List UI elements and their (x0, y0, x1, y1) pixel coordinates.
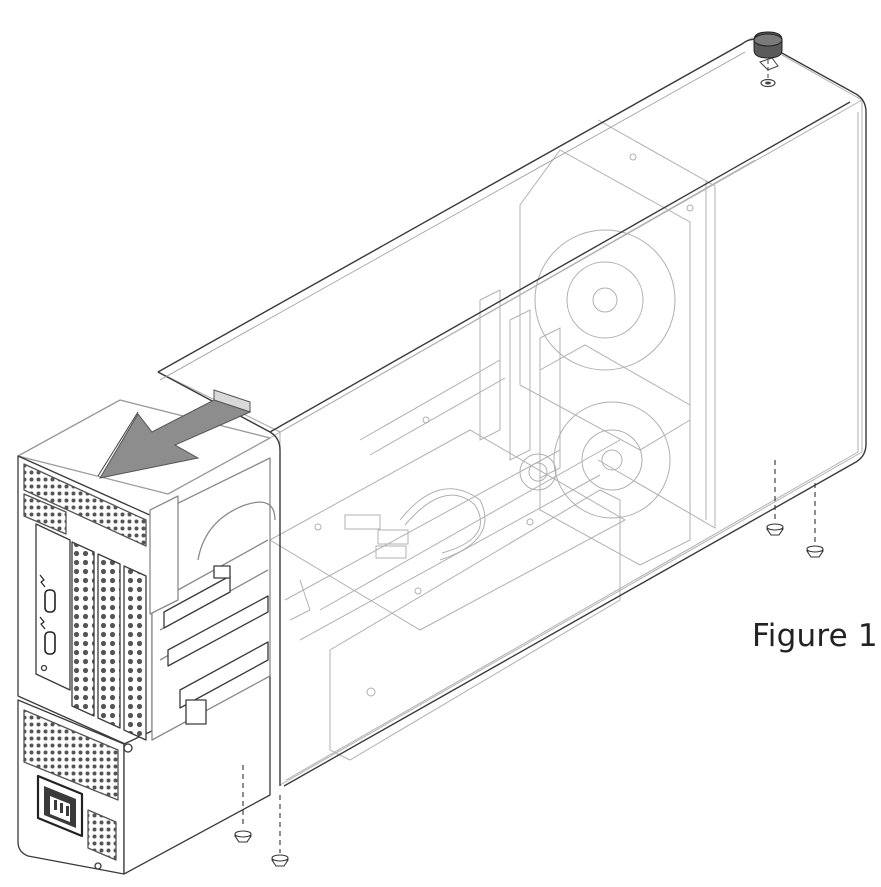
slide-direction-arrow-icon (97, 389, 252, 479)
figure-caption: Figure 1 (752, 618, 878, 654)
screw-icon (805, 483, 825, 558)
thunderbolt-icon (39, 616, 56, 655)
front-chassis (17, 399, 276, 875)
screw-icon (765, 460, 785, 536)
fan-icon (519, 149, 691, 451)
power-socket-icon (36, 774, 84, 838)
thunderbolt-icon (39, 574, 56, 613)
fan-icon (539, 344, 691, 566)
thumbscrew-icon (753, 31, 783, 88)
screw-icon (233, 765, 253, 843)
internal-components (156, 37, 863, 786)
screw-icon (270, 795, 290, 867)
